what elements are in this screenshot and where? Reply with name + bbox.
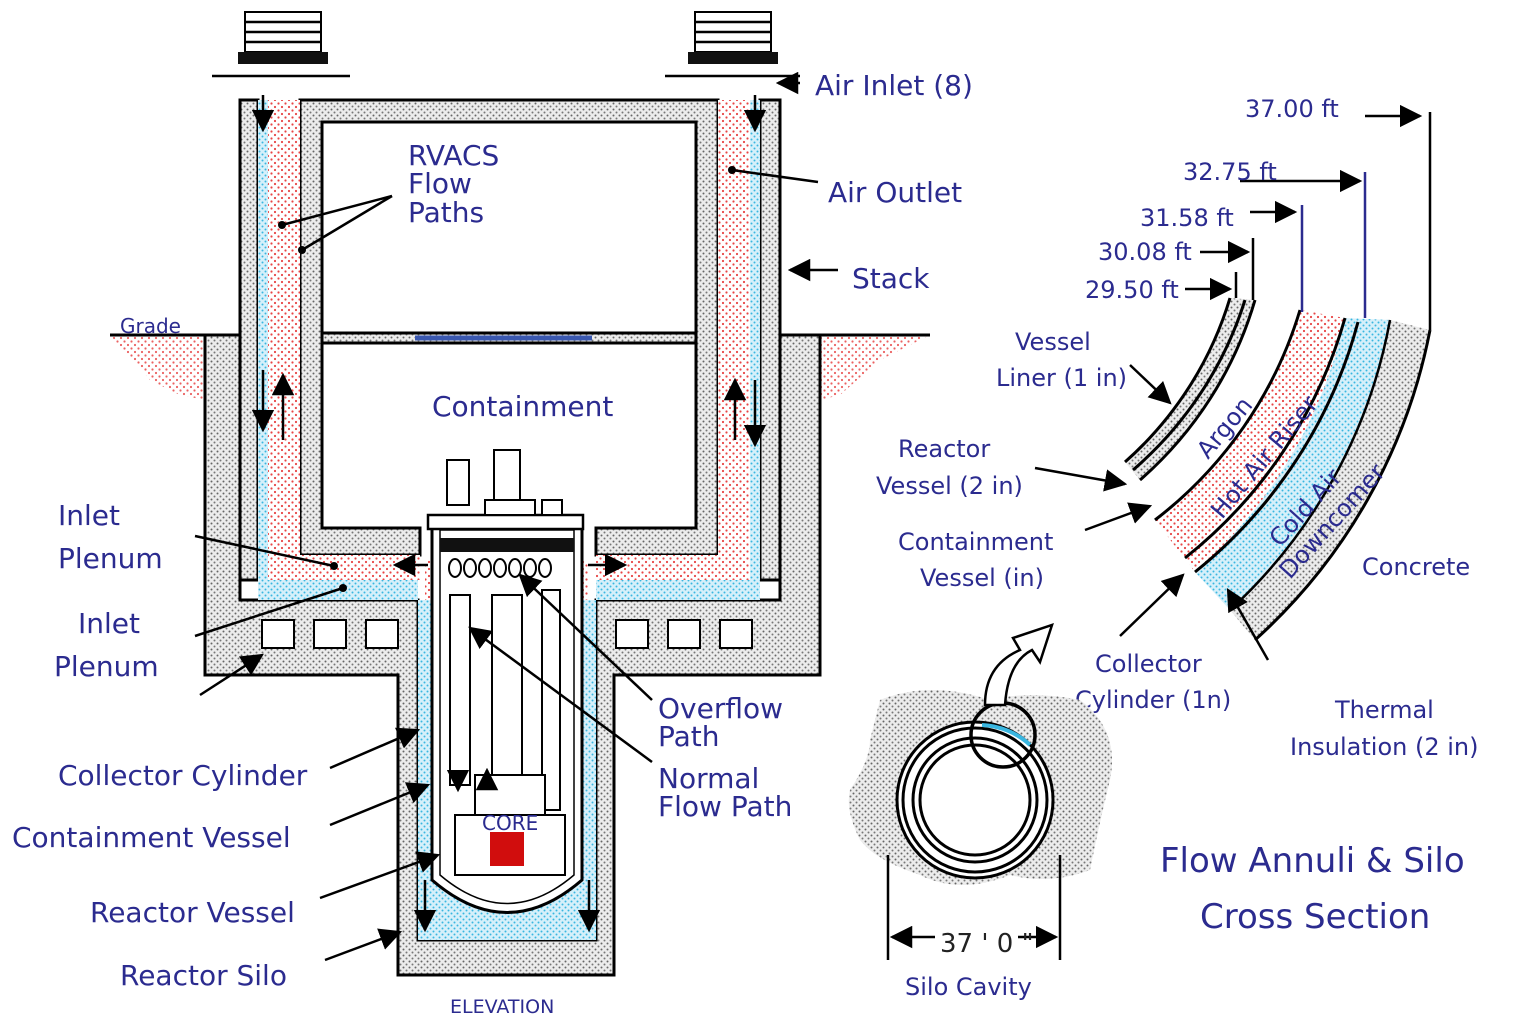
elevation-view: RVACS Flow Paths Air Inlet (8) Air Outle… <box>12 11 973 1018</box>
flow-arrows <box>251 95 767 933</box>
normal-flow-path-b: Flow Path <box>658 790 792 823</box>
core-label: CORE <box>482 811 538 835</box>
left-stack-wall <box>238 98 260 582</box>
annuli-section: 37.00 ft 32.75 ft 31.58 ft 30.08 ft 29.5… <box>876 95 1478 761</box>
vessel-liner-a: Vessel <box>1015 328 1091 356</box>
silo-cavity-label: Silo Cavity <box>905 973 1032 1001</box>
section-title-1: Flow Annuli & Silo <box>1160 841 1465 881</box>
air-inlet-label: Air Inlet (8) <box>815 69 973 102</box>
dim-37: 37.00 ft <box>1245 95 1339 123</box>
thermal-insulation-a: Thermal <box>1334 696 1434 724</box>
annulus-argon <box>1140 300 1300 520</box>
thermal-insulation-b: Insulation (2 in) <box>1290 733 1478 761</box>
collector-cylinder-label: Collector Cylinder <box>58 759 308 792</box>
right-downcomer <box>750 100 760 580</box>
containment-vessel-label: Containment Vessel <box>12 821 291 854</box>
dim-31-58: 31.58 ft <box>1140 204 1234 232</box>
annulus-hot-air <box>1155 310 1345 572</box>
overflow-path-b: Path <box>658 720 720 753</box>
normal-flow-path-a: Normal <box>658 762 759 795</box>
right-hot-plenum <box>596 555 750 580</box>
dim-32-75: 32.75 ft <box>1183 158 1277 186</box>
reactor-vessel-label: Reactor Vessel <box>90 896 295 929</box>
ihx-left <box>449 594 471 786</box>
reactor-vessel-xs-a: Reactor <box>898 435 990 463</box>
inlet-plenum-2b: Plenum <box>54 650 159 683</box>
overflow-path-a: Overflow <box>658 692 783 725</box>
right-inlet-vents <box>615 619 753 649</box>
grade-soil-left <box>110 335 205 400</box>
elevation-leaders <box>194 71 838 962</box>
annulus-vessel-liner <box>1125 298 1255 480</box>
reactor-silo-label: Reactor Silo <box>120 959 287 992</box>
dim-29-50: 29.50 ft <box>1085 276 1179 304</box>
detail-arrow <box>983 623 1054 707</box>
silo-section: 37 ' 0 " Silo Cavity <box>848 623 1112 1001</box>
vessel-liner-b: Liner (1 in) <box>996 364 1127 392</box>
left-hot-plenum <box>268 555 420 580</box>
collector-cylinder-xs-a: Collector <box>1095 650 1202 678</box>
collector-cylinder-xs-b: Cylinder (1n) <box>1075 686 1231 714</box>
rvacs-label-3: Paths <box>408 196 484 229</box>
dim-30-08: 30.08 ft <box>1098 238 1192 266</box>
rvacs-label-1: RVACS <box>408 139 499 172</box>
right-inlet-plenum <box>596 580 760 600</box>
left-downcomer <box>258 100 268 580</box>
left-stack-cap <box>238 11 328 64</box>
grade-soil-right <box>820 335 930 400</box>
containment-vessel-xs-a: Containment <box>898 528 1053 556</box>
right-stack-wall <box>758 98 782 582</box>
containment-label: Containment <box>432 390 613 423</box>
right-riser <box>718 100 750 555</box>
inlet-plenum-2a: Inlet <box>78 607 140 640</box>
reactor-vessel-xs-b: Vessel (2 in) <box>876 472 1023 500</box>
left-riser <box>268 100 300 555</box>
stack-label: Stack <box>852 262 930 295</box>
inlet-plenum-1a: Inlet <box>58 499 120 532</box>
core-box <box>490 832 524 866</box>
elevation-caption: ELEVATION <box>450 996 554 1018</box>
air-outlet-label: Air Outlet <box>828 176 962 209</box>
rvacs-label-2: Flow <box>408 167 472 200</box>
right-stack-cap <box>688 11 778 64</box>
vessel-head <box>426 513 585 531</box>
concrete-label: Concrete <box>1362 553 1470 581</box>
ihx-right <box>541 589 561 811</box>
containment-vessel-xs-b: Vessel (in) <box>920 564 1044 592</box>
annulus-concrete <box>1230 320 1430 640</box>
silo-dimension-label: 37 ' 0 " <box>940 929 1034 959</box>
grade-label: Grade <box>120 314 181 338</box>
left-inlet-vents <box>261 619 399 649</box>
inlet-plenum-1b: Plenum <box>58 542 163 575</box>
section-title-2: Cross Section <box>1200 897 1430 937</box>
